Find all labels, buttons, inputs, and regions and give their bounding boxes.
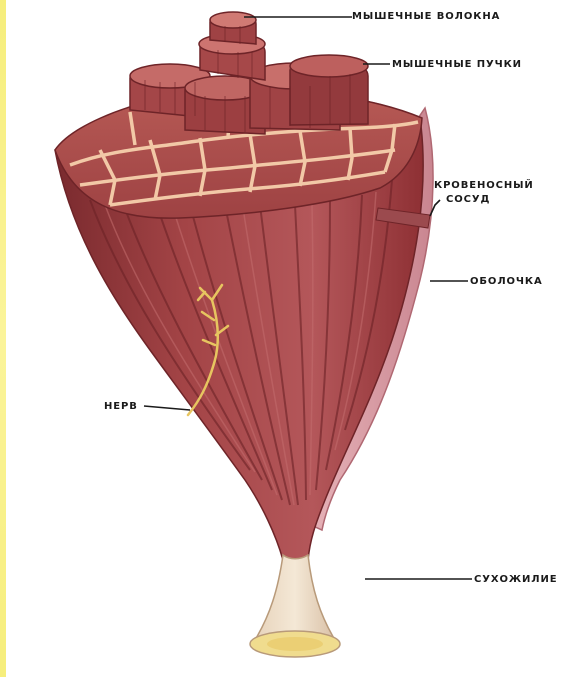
label-tendon: СУХОЖИЛИЕ — [474, 574, 557, 585]
label-muscle-fibers: МЫШЕЧНЫЕ ВОЛОКНА — [352, 11, 500, 22]
label-blood-vessel-line1: КРОВЕНОСНЫЙ — [434, 180, 534, 191]
label-blood-vessel-line2: СОСУД — [446, 194, 490, 205]
label-sheath: ОБОЛОЧКА — [470, 276, 543, 287]
label-nerve: НЕРВ — [104, 401, 138, 412]
label-muscle-bundles: МЫШЕЧНЫЕ ПУЧКИ — [392, 59, 522, 70]
